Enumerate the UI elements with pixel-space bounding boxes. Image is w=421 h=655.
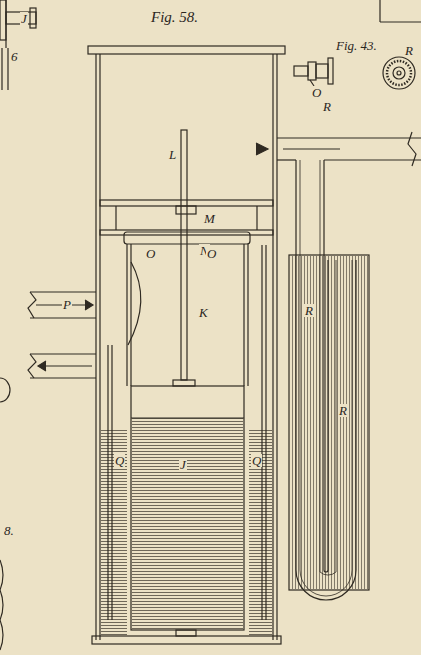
part-letter: R — [322, 100, 332, 113]
part-letter: O — [311, 86, 322, 99]
part-letter: R — [404, 44, 414, 57]
part-letter: J — [179, 458, 187, 471]
part-letter: O — [206, 247, 217, 260]
part-letter: R — [304, 304, 314, 317]
part-letter: O — [145, 247, 156, 260]
figure-number: Fig. 43. — [335, 39, 378, 52]
part-letter: K — [198, 306, 209, 319]
part-letter: R — [338, 404, 348, 417]
part-letter: Q — [251, 454, 262, 467]
part-letter: 8. — [3, 524, 15, 537]
part-letter: M — [203, 212, 216, 225]
part-letter: 6 — [10, 50, 19, 63]
figure-title: Fig. 58. — [150, 10, 199, 25]
part-letter: Q — [114, 454, 125, 467]
part-letter: J — [20, 12, 28, 25]
part-letter: L — [168, 148, 177, 161]
part-letter: P — [62, 298, 72, 311]
